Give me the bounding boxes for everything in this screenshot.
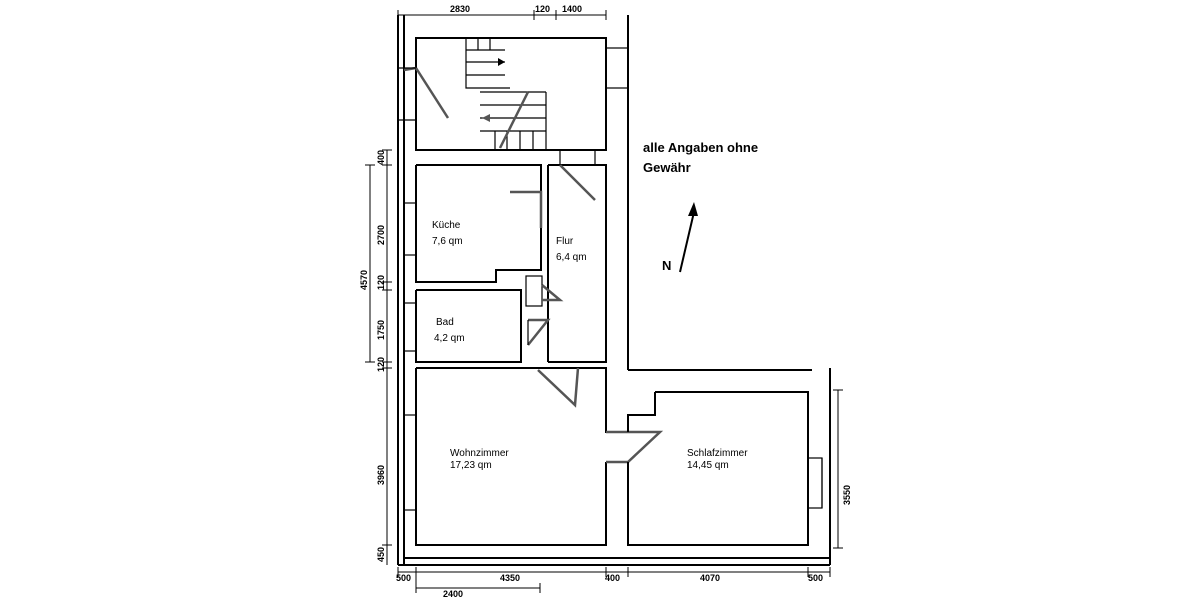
hallway-name: Flur	[556, 236, 574, 247]
bath-area: 4,2 qm	[434, 333, 465, 344]
bedroom-room	[627, 391, 823, 546]
kitchen-area: 7,6 qm	[432, 236, 463, 247]
kitchen-name: Küche	[432, 220, 461, 231]
dim-bottom-2: 4350	[500, 573, 520, 583]
hallway-room	[525, 150, 607, 363]
living-room-area: 17,23 qm	[450, 460, 492, 471]
stairwell	[398, 37, 629, 151]
bath-name: Bad	[436, 317, 454, 328]
dim-bottom-5: 500	[808, 573, 823, 583]
dim-left-7: 3960	[376, 465, 386, 485]
dim-left-3: 4570	[359, 270, 369, 290]
hallway-area: 6,4 qm	[556, 252, 587, 263]
top-dimensions	[397, 10, 607, 20]
dim-bottom-4: 4070	[700, 573, 720, 583]
dim-left-5: 1750	[376, 320, 386, 340]
living-room-name: Wohnzimmer	[450, 448, 509, 459]
dim-left-2: 2700	[376, 225, 386, 245]
bedroom-name: Schlafzimmer	[687, 448, 748, 459]
dim-left-4: 120	[376, 275, 386, 290]
dim-top-1: 2830	[450, 4, 470, 14]
right-dimensions	[833, 389, 843, 549]
dim-bottom-1: 500	[396, 573, 411, 583]
bottom-dimensions	[397, 567, 831, 593]
dim-left-8: 450	[376, 547, 386, 562]
dim-left-6: 120	[376, 357, 386, 372]
living-room	[403, 367, 664, 546]
dim-right-1: 3550	[842, 485, 852, 505]
north-arrow-icon	[679, 202, 698, 273]
left-dimensions	[365, 149, 392, 565]
kitchen-room	[403, 164, 543, 283]
dim-bottom-3: 400	[605, 573, 620, 583]
dim-left-1: 400	[376, 150, 386, 165]
north-label: N	[662, 258, 671, 273]
bath-room	[403, 289, 551, 363]
dim-bottom-6: 2400	[443, 589, 463, 599]
bedroom-area: 14,45 qm	[687, 460, 729, 471]
dim-top-3: 1400	[562, 4, 582, 14]
dim-top-2: 120	[535, 4, 550, 14]
disclaimer-line-1: alle Angaben ohne	[643, 140, 758, 155]
disclaimer-line-2: Gewähr	[643, 160, 691, 175]
